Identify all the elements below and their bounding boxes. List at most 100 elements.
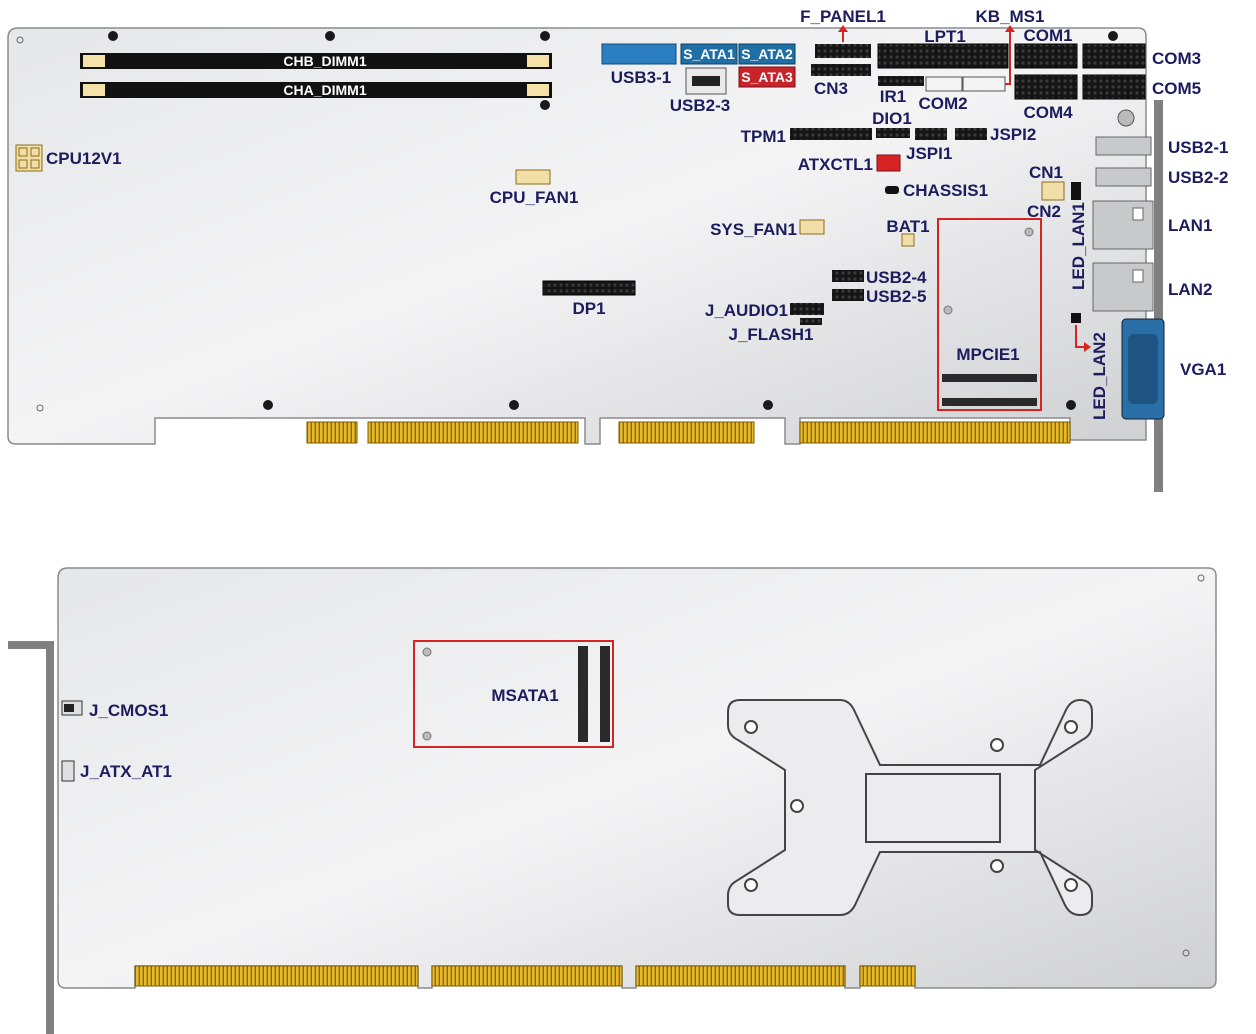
- bottom-io-bracket: [8, 641, 54, 1034]
- gold-fingers-3: [618, 421, 755, 444]
- vga1-label: VGA1: [1180, 360, 1226, 379]
- com5-header: [1082, 74, 1146, 100]
- com3-header: [1082, 43, 1146, 69]
- j-atx-at1-label: J_ATX_AT1: [80, 762, 172, 781]
- msata1-highlight: [413, 640, 614, 748]
- atxctl1-connector: [876, 154, 901, 172]
- com3-label: COM3: [1152, 49, 1201, 68]
- dio1-header: [876, 128, 910, 138]
- dimm-slot-chb: [80, 53, 552, 69]
- f-panel1-label: F_PANEL1: [800, 7, 886, 26]
- bat1-label: BAT1: [886, 217, 929, 236]
- usb2-1-port: [1095, 136, 1152, 156]
- s-ata2-connector: [738, 43, 796, 65]
- bottom-board-pcb: [57, 567, 1217, 989]
- kb-ms1-label: KB_MS1: [976, 7, 1045, 26]
- tpm1-label: TPM1: [741, 127, 786, 146]
- com1-label: COM1: [1023, 26, 1072, 45]
- j-cmos1-label: J_CMOS1: [89, 701, 168, 720]
- lpt1-header: [877, 43, 1009, 69]
- mpcie1-slot-lower: [942, 398, 1037, 406]
- dp1-connector: [542, 280, 636, 296]
- mpcie1-label: MPCIE1: [956, 345, 1019, 364]
- f-panel1-header: [815, 44, 871, 58]
- lan1-port: [1092, 200, 1154, 250]
- io-bracket: [1154, 100, 1163, 492]
- lan2-port: [1092, 262, 1154, 312]
- usb2-2-port: [1095, 167, 1152, 187]
- led-lan1-label: LED_LAN1: [1069, 202, 1088, 290]
- usb2-3-label: USB2-3: [670, 96, 730, 115]
- jspi2-label: JSPI2: [990, 125, 1036, 144]
- lan1-label: LAN1: [1168, 216, 1212, 235]
- mpcie1-highlight: [937, 218, 1042, 411]
- s-ata2-label: S_ATA2: [741, 46, 793, 62]
- bottom-board: J_CMOS1 J_ATX_AT1 MSATA1: [8, 567, 1217, 1034]
- com4-label: COM4: [1023, 103, 1073, 122]
- gold-fingers-4: [799, 421, 1071, 444]
- cn3-header: [811, 64, 871, 76]
- usb2-2-label: USB2-2: [1168, 168, 1228, 187]
- gold-fingers-7: [635, 965, 846, 987]
- dimm-label-cha: CHA_DIMM1: [283, 82, 366, 98]
- msata1-slot-left: [578, 646, 588, 742]
- lpt1-label: LPT1: [924, 27, 966, 46]
- dimm-slot-cha: [80, 82, 552, 98]
- jspi1-label: JSPI1: [906, 144, 952, 163]
- usb2-5-header: [832, 289, 864, 301]
- mounting-screws: [108, 31, 1118, 410]
- s-ata1-connector: [680, 43, 738, 65]
- cpu-fan1-label: CPU_FAN1: [490, 188, 579, 207]
- j-audio1-header: [790, 303, 824, 315]
- msata1-slot-right: [600, 646, 610, 742]
- kb-ms1-connector: [962, 76, 1006, 92]
- cn3-label: CN3: [814, 79, 848, 98]
- dimm-label-chb: CHB_DIMM1: [283, 53, 366, 69]
- led-lan1-header: [1071, 182, 1081, 200]
- cn1-cn2-connector: [1041, 181, 1065, 201]
- usb3-1-label: USB3-1: [611, 68, 671, 87]
- com2-label: COM2: [918, 94, 967, 113]
- led-lan2-header: [1071, 313, 1081, 323]
- cn1-label: CN1: [1029, 163, 1063, 182]
- j-flash1-label: J_FLASH1: [728, 325, 813, 344]
- tpm1-header: [790, 128, 872, 140]
- com1-header: [1014, 43, 1078, 69]
- j-audio1-label: J_AUDIO1: [705, 301, 788, 320]
- atxctl1-label: ATXCTL1: [798, 155, 873, 174]
- s-ata1-label: S_ATA1: [683, 46, 735, 62]
- gold-fingers-8: [859, 965, 916, 987]
- lan2-label: LAN2: [1168, 280, 1212, 299]
- sys-fan1-connector: [799, 219, 825, 235]
- ir1-label: IR1: [880, 87, 906, 106]
- com2-connector: [925, 76, 963, 92]
- cpu12v1-connector: [15, 144, 43, 172]
- com4-header: [1014, 74, 1078, 100]
- cpu12v1-label: CPU12V1: [46, 149, 122, 168]
- led-lan2-label: LED_LAN2: [1090, 332, 1109, 420]
- jspi1-header: [915, 128, 947, 140]
- cn2-label: CN2: [1027, 202, 1061, 221]
- msata1-label: MSATA1: [491, 686, 558, 705]
- chassis1-header: [885, 186, 899, 194]
- usb2-4-header: [832, 270, 864, 282]
- cpu-fan1-connector: [515, 169, 551, 185]
- backplate-screws: [744, 720, 1078, 892]
- s-ata3-label: S_ATA3: [741, 69, 793, 85]
- backplate-cutout: [865, 773, 1001, 843]
- gold-fingers-6: [431, 965, 623, 987]
- gold-fingers-1: [306, 421, 358, 444]
- j-atx-at1-jumper: [61, 760, 75, 782]
- cpu-backplate: [727, 698, 1093, 917]
- dp1-label: DP1: [572, 299, 605, 318]
- s-ata3-connector: [738, 66, 796, 88]
- usb2-1-label: USB2-1: [1168, 138, 1228, 157]
- sys-fan1-label: SYS_FAN1: [710, 220, 797, 239]
- jspi2-header: [955, 128, 987, 140]
- dio1-label: DIO1: [872, 109, 912, 128]
- usb2-5-label: USB2-5: [866, 287, 926, 306]
- gold-fingers-2: [367, 421, 579, 444]
- mpcie1-slot-upper: [942, 374, 1037, 382]
- ir1-header: [878, 76, 924, 86]
